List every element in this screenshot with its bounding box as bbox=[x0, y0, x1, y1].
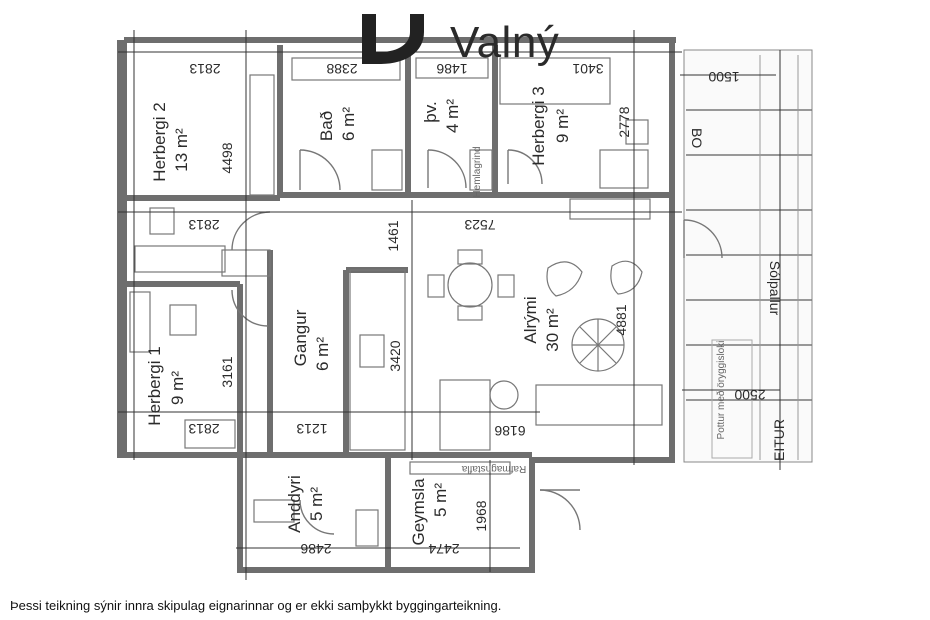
dim-2813-top: 2813 bbox=[189, 61, 220, 77]
geymsla-name: Geymsla bbox=[409, 478, 428, 546]
dim-3161: 3161 bbox=[219, 356, 235, 387]
pottur-label: Pottur með öryggisloki bbox=[715, 341, 727, 440]
dim-7523: 7523 bbox=[464, 217, 495, 233]
dim-2388: 2388 bbox=[326, 61, 357, 77]
rafmagn-label: Rafmagnstafla bbox=[461, 463, 526, 474]
alrymi-name: Alrými bbox=[521, 296, 540, 343]
furniture bbox=[129, 57, 663, 547]
geymsla-area: 5 m² bbox=[431, 483, 450, 517]
dim-1461: 1461 bbox=[385, 220, 401, 251]
dim-4881: 4881 bbox=[613, 304, 629, 335]
bo-label: BO bbox=[689, 128, 705, 148]
herbergi2-name: Herbergi 2 bbox=[150, 102, 169, 181]
misc-labels: BO Sólpallur Pottur með öryggisloki EITU… bbox=[461, 128, 787, 474]
dim-4498: 4498 bbox=[219, 142, 235, 173]
herbergi1-area: 9 m² bbox=[168, 371, 187, 405]
room-labels: Herbergi 2 13 m² Bað 6 m² þv. 4 m² Herbe… bbox=[145, 86, 572, 545]
dim-3401: 3401 bbox=[572, 61, 603, 77]
heitur-label: EITUR bbox=[771, 419, 787, 461]
dim-1213: 1213 bbox=[296, 421, 327, 437]
dimension-labels: 2813 2388 1486 3401 1500 4498 2778 2813 … bbox=[188, 61, 765, 557]
dim-2474: 2474 bbox=[428, 541, 459, 557]
hemlagrind-label: Hemlagrind bbox=[472, 146, 483, 197]
dim-1500: 1500 bbox=[708, 69, 739, 85]
thv-area: 4 m² bbox=[443, 99, 462, 133]
bad-area: 6 m² bbox=[339, 107, 358, 141]
dim-3420: 3420 bbox=[387, 340, 403, 371]
valny-d-logo-icon bbox=[362, 14, 424, 64]
interior-walls bbox=[124, 45, 672, 570]
herbergi3-name: Herbergi 3 bbox=[529, 86, 548, 165]
floor-plan: Herbergi 2 13 m² Bað 6 m² þv. 4 m² Herbe… bbox=[117, 30, 813, 580]
brand-header: Valný bbox=[358, 12, 559, 74]
anddyri-name: Anddyri bbox=[285, 475, 304, 533]
herbergi1-name: Herbergi 1 bbox=[145, 346, 164, 425]
thv-name: þv. bbox=[421, 101, 440, 122]
dim-6186: 6186 bbox=[494, 423, 525, 439]
disclaimer-text: Þessi teikning sýnir innra skipulag eign… bbox=[10, 598, 502, 613]
herbergi2-area: 13 m² bbox=[172, 128, 191, 172]
dim-1486: 1486 bbox=[436, 61, 467, 77]
dim-1968: 1968 bbox=[473, 500, 489, 531]
dim-2500: 2500 bbox=[734, 387, 765, 403]
door-swings bbox=[231, 149, 723, 535]
brand-name: Valný bbox=[450, 18, 560, 67]
deck-area bbox=[683, 49, 813, 463]
solpallur-label: Sólpallur bbox=[767, 261, 783, 316]
dim-2778: 2778 bbox=[616, 106, 632, 137]
gangur-name: Gangur bbox=[291, 309, 310, 366]
bad-name: Bað bbox=[317, 111, 336, 141]
dim-2813-mid: 2813 bbox=[188, 217, 219, 233]
outer-walls bbox=[117, 37, 676, 573]
gangur-area: 6 m² bbox=[313, 337, 332, 371]
dim-2486: 2486 bbox=[300, 541, 331, 557]
anddyri-area: 5 m² bbox=[307, 487, 326, 521]
herbergi3-area: 9 m² bbox=[553, 109, 572, 143]
dim-2813-bot: 2813 bbox=[188, 421, 219, 437]
alrymi-area: 30 m² bbox=[543, 308, 562, 352]
